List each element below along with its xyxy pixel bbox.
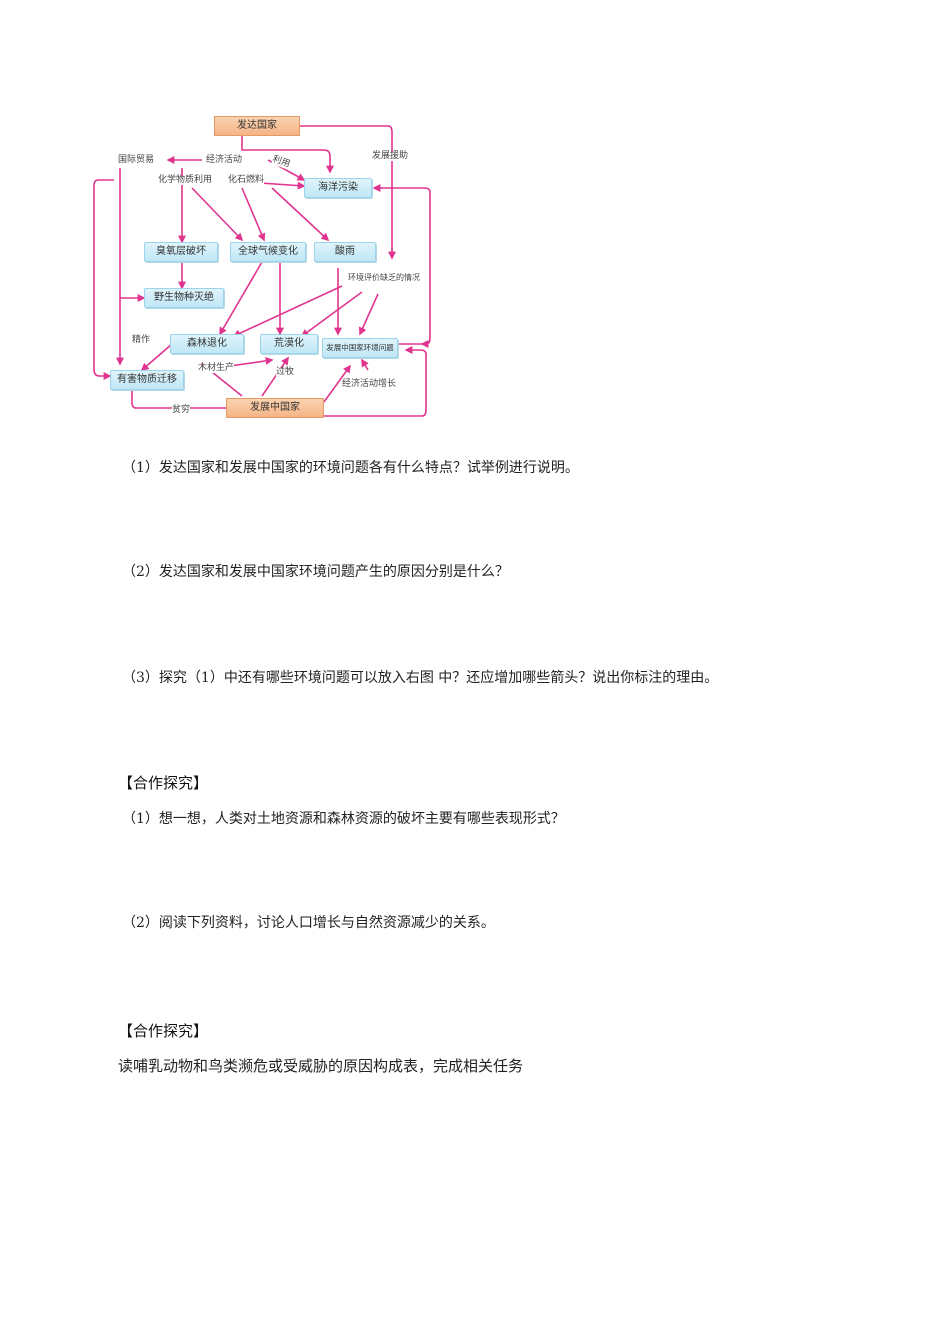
section1-question-2: （2）阅读下列资料，讨论人口增长与自然资源减少的关系。 [122, 915, 495, 931]
node-developing-env-problems: 发展中国家环境问题 [322, 338, 398, 358]
node-developed-country: 发达国家 [214, 116, 300, 136]
section1-question-1: （1）想一想，人类对土地资源和森林资源的破坏主要有哪些表现形式？ [122, 811, 565, 827]
node-developing-country: 发展中国家 [226, 398, 324, 418]
label-timber-production: 木材生产 [198, 363, 235, 373]
node-ozone-depletion: 臭氧层破坏 [144, 242, 218, 262]
label-chemical-use: 化学物质利用 [158, 175, 213, 185]
label-fine-farming: 精作 [132, 335, 151, 345]
node-harmful-substance-transfer: 有害物质迁移 [110, 370, 184, 390]
section-title-cooperative-inquiry-2: 【合作探究】 [118, 1022, 209, 1040]
node-ocean-pollution: 海洋污染 [304, 178, 372, 198]
label-poverty: 贫穷 [172, 405, 191, 415]
environment-problem-diagram: 发达国家 发展中国家 海洋污染 臭氧层破坏 全球气候变化 酸雨 野生物种灭绝 森… [92, 108, 437, 428]
question-3: （3）探究（1）中还有哪些环境问题可以放入右图 中？还应增加哪些箭头？说出你标注… [122, 670, 719, 686]
section-title-cooperative-inquiry-1: 【合作探究】 [118, 774, 209, 792]
label-fossil-fuel: 化石燃料 [228, 175, 265, 185]
label-env-assessment-lacking: 环境评价缺乏的情况 [348, 273, 420, 282]
node-climate-change: 全球气候变化 [230, 242, 306, 262]
node-acid-rain: 酸雨 [314, 242, 376, 262]
node-forest-degradation: 森林退化 [170, 334, 244, 354]
question-2: （2）发达国家和发展中国家环境问题产生的原因分别是什么？ [122, 564, 509, 580]
label-international-trade: 国际贸易 [118, 155, 155, 165]
node-species-extinction: 野生物种灭绝 [144, 288, 224, 308]
label-development-aid: 发展援助 [372, 151, 409, 161]
label-economic-growth: 经济活动增长 [342, 379, 397, 389]
node-desertification: 荒漠化 [260, 334, 318, 354]
label-economic-activity: 经济活动 [206, 155, 243, 165]
label-overgrazing: 过牧 [276, 367, 295, 377]
question-1: （1）发达国家和发展中国家的环境问题各有什么特点？试举例进行说明。 [122, 460, 579, 476]
section2-text: 读哺乳动物和鸟类濒危或受威胁的原因构成表，完成相关任务 [118, 1057, 524, 1075]
